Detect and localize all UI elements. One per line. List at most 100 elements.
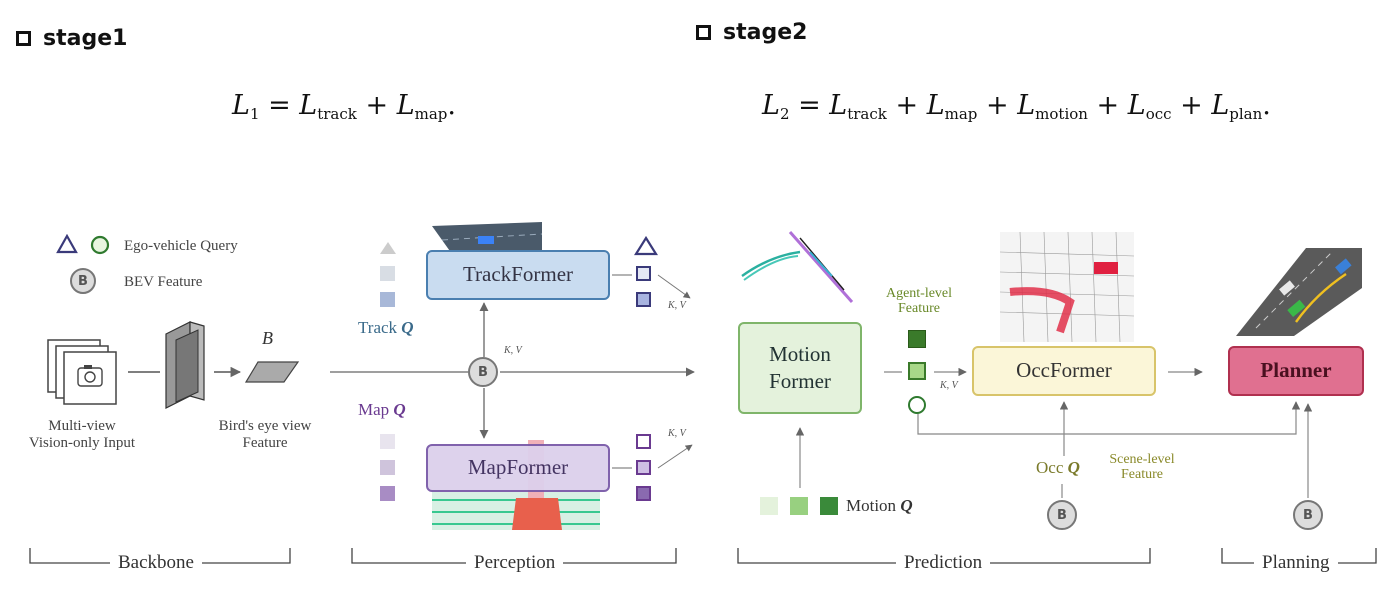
scene-label-line1: Scene-level	[1109, 452, 1175, 467]
circle-query-icon	[90, 235, 110, 255]
stage2-title: stage2	[723, 20, 808, 45]
track-query-square-2	[380, 292, 395, 307]
checkbox-square-icon	[16, 31, 31, 46]
formula-symbol: L	[1211, 90, 1230, 121]
track-scene-image	[432, 222, 542, 254]
section-brackets	[29, 548, 1377, 564]
motion-q-name: Motion	[846, 496, 897, 515]
formula-symbol: L	[299, 90, 318, 121]
mapformer-label: MapFormer	[467, 455, 569, 480]
stage1-header: stage1	[16, 26, 127, 51]
perception-kv-label: K, V	[504, 345, 522, 356]
planner-b-node: B	[1293, 500, 1323, 530]
agent-label-line1: Agent-level	[885, 286, 953, 301]
motion-query-square-3	[820, 497, 838, 515]
b-symbol: B	[1303, 507, 1313, 523]
arrow-map-kv	[657, 444, 693, 469]
agent-level-feature-label: Agent-level Feature	[874, 286, 964, 317]
ego-query-legend-icons	[56, 234, 110, 255]
b-symbol: B	[78, 273, 88, 289]
bev-label-line2: Feature	[242, 435, 288, 451]
formula-symbol: L	[396, 90, 415, 121]
checkbox-square-icon	[696, 25, 711, 40]
map-q-name: Map	[358, 400, 390, 419]
occ-q-name: Occ	[1036, 458, 1064, 477]
image-encoder-icon	[165, 321, 205, 409]
input-label: Multi-view Vision-only Input	[24, 418, 140, 452]
formula-subscript: 1	[249, 105, 260, 123]
agent-feature-square-dark	[908, 330, 926, 348]
occ-q-label: Occ Q	[1036, 458, 1080, 478]
arrow-track-kv	[657, 274, 691, 299]
agent-label-line2: Feature	[898, 301, 940, 317]
mapformer-module: MapFormer	[426, 444, 610, 492]
stage2-header: stage2	[696, 20, 807, 45]
map-query-square-2	[380, 460, 395, 475]
formula-subscript: map	[944, 105, 978, 123]
motionformer-label-line2: Former	[769, 369, 831, 393]
section-perception-label: Perception	[466, 552, 564, 574]
formula-stage2: L2 = Ltrack + Lmap + Lmotion + Locc + Lp…	[762, 90, 1271, 123]
input-label-line2: Vision-only Input	[28, 435, 136, 451]
planning-scene-image	[1236, 248, 1362, 336]
map-output-square-2	[636, 460, 651, 475]
track-q-name: Track	[358, 318, 398, 337]
track-kv-label: K, V	[668, 300, 686, 311]
stage1-title: stage1	[43, 26, 128, 51]
map-kv-label: K, V	[668, 428, 686, 439]
scene-level-feature-label: Scene-level Feature	[1094, 452, 1190, 483]
section-backbone-label: Backbone	[110, 552, 202, 574]
scene-label-line2: Feature	[1121, 467, 1163, 483]
motion-query-square-1	[760, 497, 778, 515]
motion-query-square-2	[790, 497, 808, 515]
section-planning-label: Planning	[1254, 552, 1338, 574]
track-output-triangle-icon	[634, 236, 658, 256]
planner-module: Planner	[1228, 346, 1364, 396]
triangle-query-icon	[56, 234, 78, 254]
formula-stage1: L1 = Ltrack + Lmap.	[232, 90, 456, 123]
motionformer-label-line1: Motion	[769, 341, 831, 366]
arrow-ego-to-planner	[917, 401, 1301, 435]
formula-symbol: L	[829, 90, 848, 121]
occupancy-scene-image	[1000, 232, 1134, 342]
legend-ego-query-label: Ego-vehicle Query	[124, 238, 238, 254]
formula-symbol: L	[926, 90, 945, 121]
formula-subscript: occ	[1145, 105, 1172, 123]
bev-symbol: B	[262, 328, 273, 348]
section-prediction-label: Prediction	[896, 552, 991, 574]
formula-end: .	[1262, 90, 1271, 121]
formula-subscript: track	[317, 105, 357, 123]
map-output-square-3	[636, 486, 651, 501]
formula-subscript: map	[414, 105, 448, 123]
formula-subscript: 2	[779, 105, 790, 123]
map-q-label: Map Q	[358, 400, 406, 420]
bev-plane-icon	[244, 361, 300, 383]
ego-query-circle-icon	[908, 396, 926, 414]
track-query-faded-triangle-icon	[380, 242, 396, 254]
camera-stack-icon	[47, 339, 117, 405]
legend-bev-feature-label: BEV Feature	[124, 274, 203, 290]
map-output-square-1	[636, 434, 651, 449]
b-symbol: B	[478, 364, 488, 380]
input-label-line1: Multi-view	[48, 418, 116, 434]
map-query-square-3	[380, 486, 395, 501]
bev-label: Bird's eye view Feature	[200, 418, 330, 452]
track-q-label: Track Q	[358, 318, 414, 338]
formula-symbol: L	[762, 90, 780, 121]
bev-legend-icon: B	[70, 268, 96, 294]
motionformer-module: Motion Former	[738, 322, 862, 414]
formula-subscript: track	[847, 105, 887, 123]
b-symbol: B	[1057, 507, 1067, 523]
formula-subscript: plan	[1229, 105, 1263, 123]
occ-b-node: B	[1047, 500, 1077, 530]
trackformer-module: TrackFormer	[426, 250, 610, 300]
occ-q-symbol: Q	[1067, 458, 1080, 477]
track-output-square-1	[636, 266, 651, 281]
track-q-symbol: Q	[401, 318, 414, 337]
occformer-module: OccFormer	[972, 346, 1156, 396]
map-query-square-1	[380, 434, 395, 449]
track-output-square-2	[636, 292, 651, 307]
map-q-symbol: Q	[393, 400, 406, 419]
